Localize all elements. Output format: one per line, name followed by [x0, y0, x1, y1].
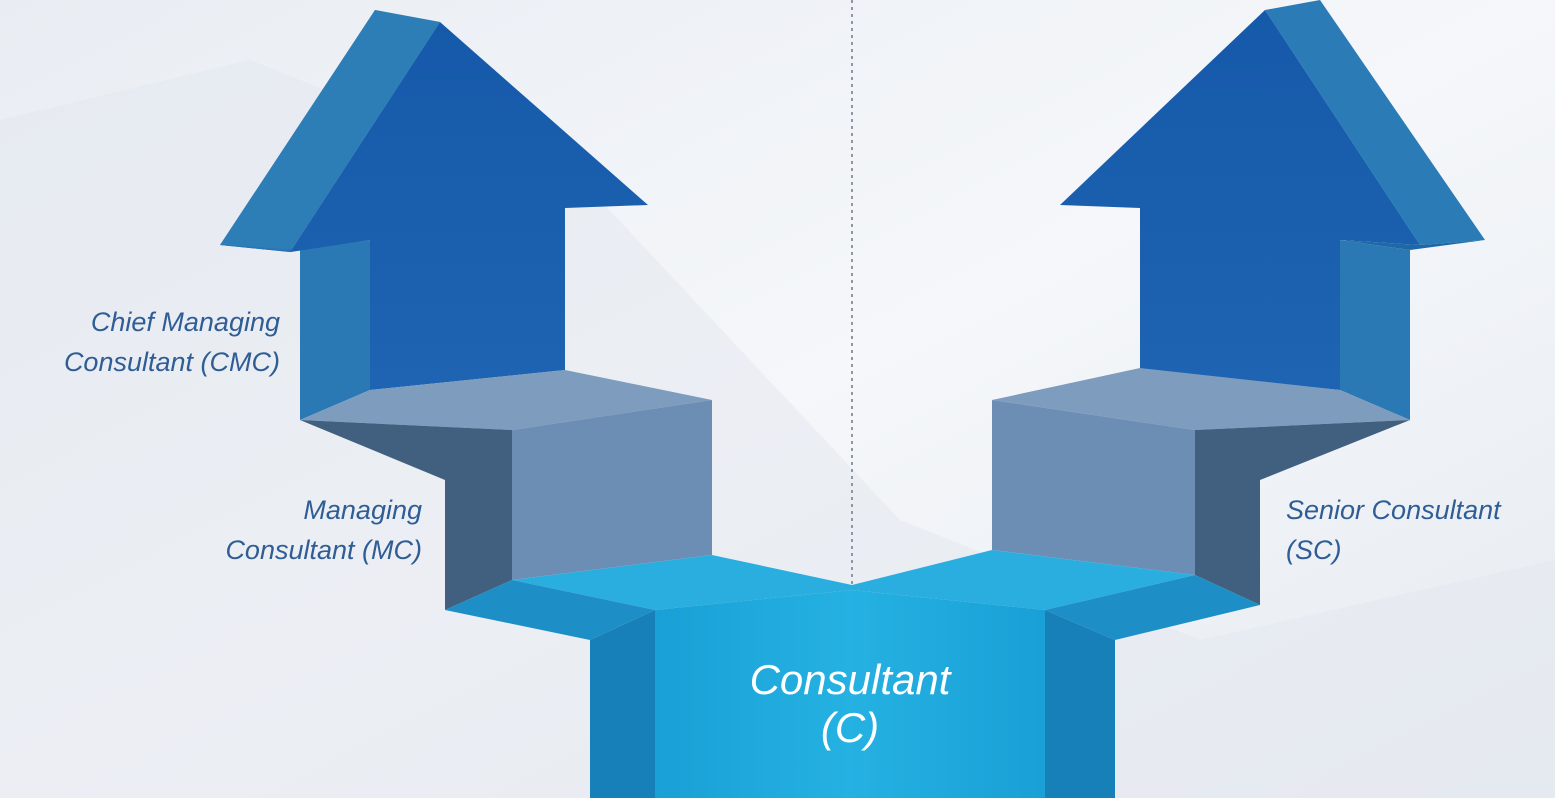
right-arrow-shaft-side	[1340, 240, 1410, 420]
label-sc: Senior Consultant (SC)	[1286, 490, 1546, 570]
label-cmc: Chief Managing Consultant (CMC)	[0, 302, 280, 382]
label-mc: Managing Consultant (MC)	[140, 490, 422, 570]
left-arrow-head-front-shade	[220, 10, 440, 252]
right-arrow-front	[1060, 10, 1420, 390]
base-right-wing	[1045, 575, 1260, 640]
right-arrow-head-side	[1265, 0, 1485, 245]
base-front	[655, 590, 1045, 798]
left-step-top	[300, 370, 712, 430]
label-consultant-line2: (C)	[820, 704, 880, 751]
left-arrow-front	[290, 22, 648, 390]
base-left-side	[590, 610, 655, 798]
right-arrow-head-bottom	[1340, 240, 1485, 250]
left-arrow	[220, 10, 648, 420]
base-top	[512, 550, 1195, 610]
label-mc-line1: Managing	[303, 495, 422, 525]
left-arrow-shaft-side	[300, 240, 370, 420]
right-step	[992, 368, 1410, 605]
label-mc-line2: Consultant (MC)	[225, 535, 422, 565]
base-left-wing	[445, 580, 655, 640]
label-consultant: Consultant (C)	[650, 656, 1050, 752]
label-consultant-line1: Consultant	[749, 656, 951, 703]
label-cmc-line1: Chief Managing	[90, 307, 280, 337]
left-step	[300, 370, 712, 610]
right-step-top	[992, 368, 1410, 430]
right-step-side	[1195, 420, 1410, 605]
label-sc-line1: Senior Consultant	[1286, 495, 1501, 525]
left-step-front	[512, 400, 712, 580]
right-arrow	[1060, 0, 1485, 420]
right-step-front	[992, 400, 1195, 575]
label-sc-line2: (SC)	[1286, 535, 1342, 565]
left-step-side	[300, 420, 512, 610]
base-right-side	[1045, 610, 1115, 798]
label-cmc-line2: Consultant (CMC)	[63, 347, 280, 377]
base-block	[445, 550, 1260, 798]
